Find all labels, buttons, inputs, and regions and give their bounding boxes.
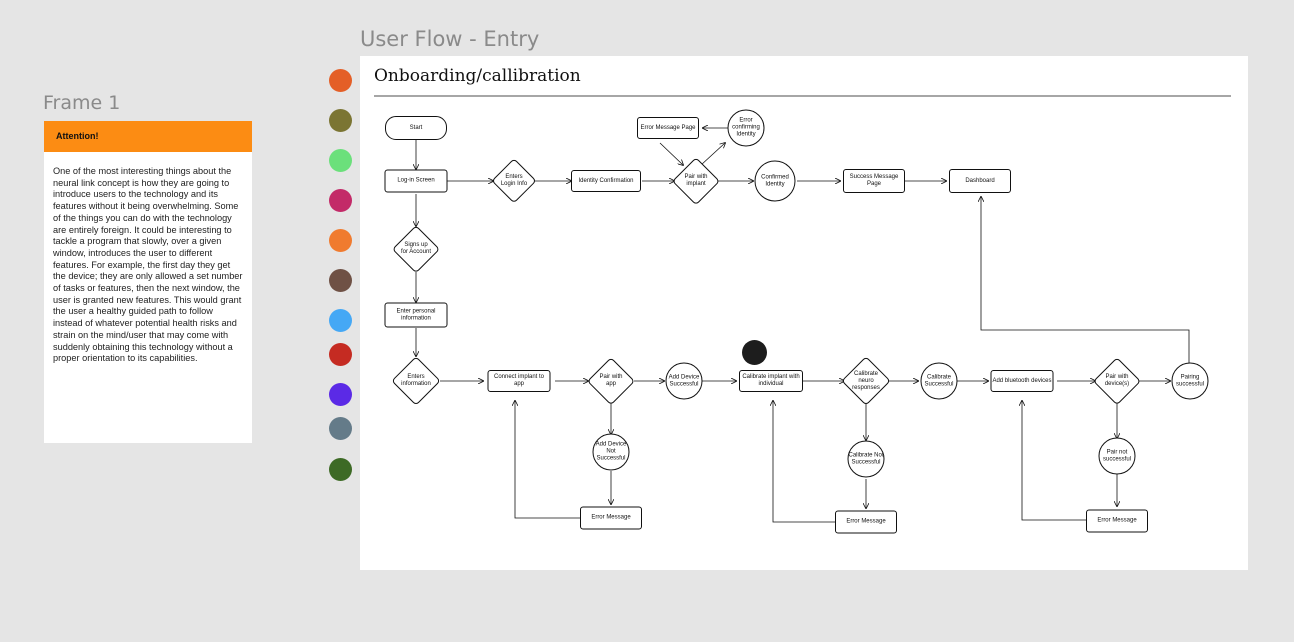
node-label: Success Message Page <box>849 174 899 187</box>
node-label: Add bluetooth devices <box>992 377 1052 384</box>
node-calibrate-implant[interactable]: Calibrate implant with individual <box>739 370 803 392</box>
node-error-confirming-identity[interactable]: Error confirming Identity <box>727 109 765 147</box>
color-swatch[interactable] <box>329 149 352 172</box>
node-label: Calibrate neuro responses <box>852 370 880 391</box>
node-label: Pair with implant <box>684 174 708 187</box>
node-pairing-successful[interactable]: Pairing successful <box>1171 362 1209 400</box>
node-login-screen[interactable]: Log-in Screen <box>384 169 448 193</box>
node-label: Error Message Page <box>640 124 696 131</box>
node-pair-with-devices[interactable]: Pair with device(s) <box>1095 359 1139 403</box>
node-label: Calibrate implant with individual <box>742 374 800 387</box>
node-label: Dashboard <box>965 177 995 184</box>
node-label: Pair with device(s) <box>1104 374 1130 387</box>
node-success-message-page[interactable]: Success Message Page <box>843 169 905 193</box>
node-calibrate-neuro-responses[interactable]: Calibrate neuro responses <box>843 358 889 404</box>
node-label: Signs up for Account <box>400 242 431 255</box>
color-swatch[interactable] <box>329 109 352 132</box>
color-swatch[interactable] <box>329 69 352 92</box>
node-label: Error Message <box>1097 517 1137 524</box>
color-swatch[interactable] <box>329 417 352 440</box>
node-label: Connect implant to app <box>493 374 545 387</box>
flow-title: Onboarding/callibration <box>374 66 581 86</box>
node-enters-information[interactable]: Enters information <box>393 358 439 404</box>
node-label: Calibrate Not Successful <box>848 452 884 465</box>
connector-arrow <box>773 401 835 523</box>
connector-arrow <box>981 197 1190 364</box>
node-label: Error Message <box>591 514 631 521</box>
node-label: Pair not successful <box>1102 449 1131 462</box>
node-label: Pairing successful <box>1175 374 1204 387</box>
node-add-device-not-successful[interactable]: Add Device Not Successful <box>592 433 630 471</box>
color-swatch[interactable] <box>329 309 352 332</box>
color-swatch[interactable] <box>329 458 352 481</box>
user-flow-frame-label: User Flow - Entry <box>360 27 540 51</box>
node-enters-login-info[interactable]: Enters Login Info <box>493 160 535 202</box>
node-label: Enter personal information <box>396 308 436 321</box>
color-swatch[interactable] <box>329 269 352 292</box>
node-connect-implant-to-app[interactable]: Connect implant to app <box>487 370 551 392</box>
node-label: Add Device Successful <box>668 374 700 387</box>
node-label: Log-in Screen <box>397 177 435 184</box>
flow-canvas: Onboarding/callibration <box>360 56 1248 570</box>
connector-arrow <box>1022 401 1087 521</box>
node-start[interactable]: Start <box>385 116 447 140</box>
node-enter-personal-information[interactable]: Enter personal information <box>384 302 448 328</box>
node-pair-with-implant[interactable]: Pair with implant <box>674 159 718 203</box>
note-text: One of the most interesting things about… <box>53 166 243 364</box>
node-dashboard[interactable]: Dashboard <box>949 169 1011 193</box>
attention-note: Attention! One of the most interesting t… <box>44 121 252 443</box>
node-calibrate-successful[interactable]: Calibrate Successful <box>920 362 958 400</box>
node-label: Calibrate Successful <box>924 374 954 387</box>
node-error-message-2[interactable]: Error Message <box>835 510 897 534</box>
node-label: Pair with app <box>599 374 623 387</box>
node-error-message-1[interactable]: Error Message <box>580 506 642 530</box>
note-title: Attention! <box>44 121 252 152</box>
node-add-device-successful[interactable]: Add Device Successful <box>665 362 703 400</box>
node-confirmed-identity[interactable]: Confirmed Identity <box>754 160 796 202</box>
node-label: Error confirming Identity <box>732 117 760 138</box>
node-calibrate-not-successful[interactable]: Calibrate Not Successful <box>847 440 885 478</box>
node-label: Identity Confirmation <box>578 177 634 184</box>
node-signs-up-for-account[interactable]: Signs up for Account <box>394 227 438 271</box>
node-pair-not-successful[interactable]: Pair not successful <box>1098 437 1136 475</box>
node-identity-confirmation[interactable]: Identity Confirmation <box>571 170 641 192</box>
node-label: Confirmed Identity <box>761 174 789 187</box>
connector-arrow <box>515 401 580 519</box>
node-label: Error Message <box>846 518 886 525</box>
color-swatch[interactable] <box>329 189 352 212</box>
frame-1-label: Frame 1 <box>43 92 121 114</box>
node-error-message-3[interactable]: Error Message <box>1086 509 1148 533</box>
color-swatch[interactable] <box>329 343 352 366</box>
cursor-marker <box>742 340 767 365</box>
node-label: Start <box>409 124 423 131</box>
color-swatch[interactable] <box>329 229 352 252</box>
node-error-message-page[interactable]: Error Message Page <box>637 117 699 139</box>
node-label: Enters information <box>401 374 431 387</box>
node-label: Enters Login Info <box>500 174 528 187</box>
node-add-bluetooth-devices[interactable]: Add bluetooth devices <box>990 370 1054 392</box>
color-swatch[interactable] <box>329 383 352 406</box>
flow-connectors <box>374 95 1231 523</box>
node-label: Add Device Not Successful <box>595 441 627 462</box>
node-pair-with-app[interactable]: Pair with app <box>589 359 633 403</box>
